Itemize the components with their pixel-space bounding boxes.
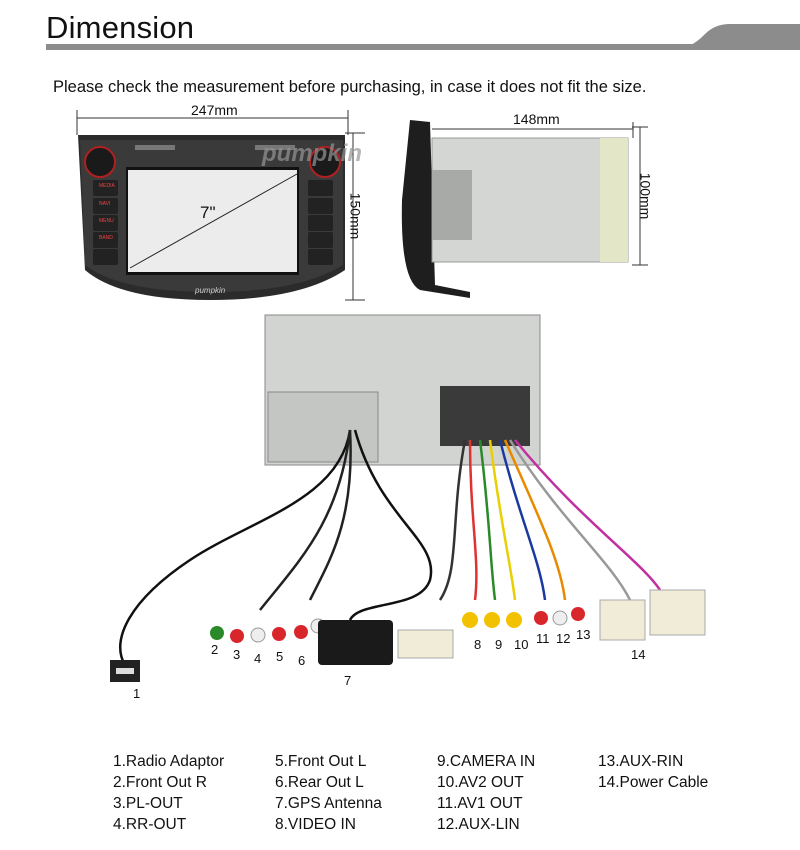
front-dimension-lines: [76, 110, 365, 301]
legend-item: 1.Radio Adaptor: [113, 753, 225, 770]
legend-item: 3.PL-OUT: [113, 795, 183, 812]
head-unit-front: [78, 135, 345, 300]
title-bar-tab: [670, 24, 800, 50]
screen-size-label: 7": [200, 203, 216, 222]
callout-11: 11: [536, 631, 550, 646]
legend-item: 7.GPS Antenna: [275, 795, 382, 812]
depth-label: 148mm: [513, 111, 560, 127]
legend-item: 9.CAMERA IN: [437, 753, 536, 770]
button-navi[interactable]: NAVI: [99, 201, 111, 207]
legend-item: 13.AUX-RIN: [598, 753, 684, 770]
callout-3: 3: [233, 647, 241, 662]
callout-5: 5: [276, 649, 284, 664]
legend-item: 12.AUX-LIN: [437, 816, 520, 833]
power-plug-1: [599, 599, 646, 641]
button-media[interactable]: MEDIA: [99, 183, 115, 189]
measurement-note: Please check the measurement before purc…: [53, 78, 647, 96]
power-plug-2: [649, 589, 706, 636]
legend-item: 5.Front Out L: [275, 753, 367, 770]
watermark-logo: pumpkin: [262, 140, 362, 167]
callout-6: 6: [298, 653, 306, 668]
usb-plug: [110, 660, 140, 682]
side-height-label: 100mm: [637, 172, 654, 220]
brand-logo: pumpkin: [195, 286, 226, 295]
legend-item: 10.AV2 OUT: [437, 774, 524, 791]
button-menu[interactable]: MENU: [99, 218, 114, 224]
title-underline-bar: [46, 44, 800, 50]
gps-antenna: [318, 620, 393, 665]
button-band[interactable]: BAND: [99, 235, 113, 241]
width-label: 247mm: [191, 102, 238, 118]
callout-14: 14: [631, 647, 646, 662]
legend-item: 8.VIDEO IN: [275, 816, 356, 833]
video-plug: [397, 629, 454, 659]
callout-12: 12: [556, 631, 571, 646]
callout-1: 1: [133, 686, 141, 701]
page-title: Dimension: [46, 10, 195, 45]
callout-13: 13: [576, 627, 591, 642]
callout-10: 10: [514, 637, 529, 652]
rca-connectors: [210, 607, 585, 643]
legend-item: 4.RR-OUT: [113, 816, 187, 833]
callout-2: 2: [211, 642, 219, 657]
head-unit-side: [401, 120, 629, 298]
side-dimension-lines: [432, 122, 648, 266]
legend-column-4: 13.AUX-RIN 14.Power Cable: [598, 751, 708, 793]
height-label: 150mm: [347, 192, 364, 240]
callout-9: 9: [495, 637, 503, 652]
legend-item: 14.Power Cable: [598, 774, 709, 791]
legend-item: 2.Front Out R: [113, 774, 207, 791]
legend-column-3: 9.CAMERA IN 10.AV2 OUT 11.AV1 OUT 12.AUX…: [437, 751, 535, 835]
callout-8: 8: [474, 637, 482, 652]
wire-harness: [119, 429, 662, 666]
legend-column-2: 5.Front Out L 6.Rear Out L 7.GPS Antenna…: [275, 751, 382, 835]
legend-item: 11.AV1 OUT: [437, 795, 523, 812]
legend-column-1: 1.Radio Adaptor 2.Front Out R 3.PL-OUT 4…: [113, 751, 224, 835]
legend-item: 6.Rear Out L: [275, 774, 364, 791]
callout-4: 4: [254, 651, 262, 666]
callout-7: 7: [344, 673, 352, 688]
head-unit-back: [264, 314, 541, 466]
